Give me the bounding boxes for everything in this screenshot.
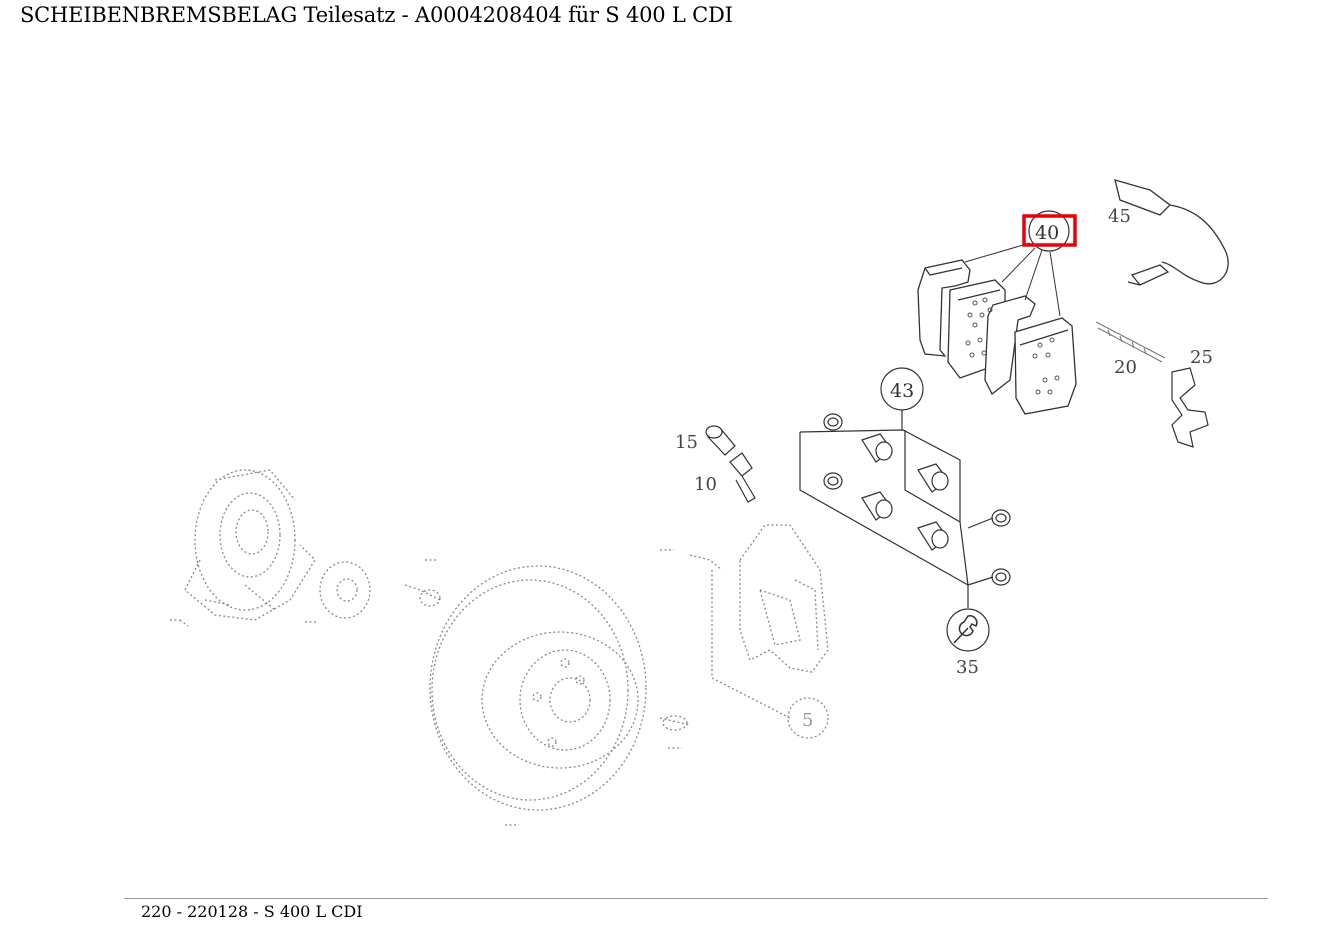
part-43-bushing-kit[interactable] <box>799 410 1011 608</box>
footer-text: 220 - 220128 - S 400 L CDI <box>141 902 363 921</box>
footer-divider <box>124 898 1268 899</box>
callout-label-5[interactable]: 5 <box>802 710 813 731</box>
faded-background-parts <box>170 469 829 826</box>
callout-label-45[interactable]: 45 <box>1108 206 1131 227</box>
faded-dust-shield <box>184 469 316 621</box>
callout-label-10[interactable]: 10 <box>694 474 717 495</box>
brake-pad-dots <box>965 297 1060 395</box>
page-title: SCHEIBENBREMSBELAG Teilesatz - A00042084… <box>20 3 733 27</box>
faded-caliper <box>739 524 829 673</box>
leader-lines-40 <box>964 242 1061 317</box>
highlight-box-40[interactable] <box>1022 214 1077 247</box>
callout-label-43[interactable]: 43 <box>890 380 914 402</box>
part-15-cap[interactable] <box>705 425 736 456</box>
callout-circle-40 <box>1028 210 1070 252</box>
callout-label-25[interactable]: 25 <box>1190 347 1213 368</box>
faded-brake-disc <box>429 565 647 811</box>
bushings <box>823 413 1011 586</box>
callout-label-15[interactable]: 15 <box>675 432 698 453</box>
faded-caliper-bolts <box>659 554 723 731</box>
faded-bearing <box>319 561 371 619</box>
part-40-brake-pads[interactable] <box>917 259 1077 415</box>
faded-callout-5 <box>787 697 829 739</box>
callout-label-40[interactable]: 40 <box>1035 222 1059 244</box>
callout-label-35[interactable]: 35 <box>956 657 979 678</box>
part-45-wear-sensor[interactable] <box>1114 179 1229 286</box>
faded-bolt-small <box>404 584 441 607</box>
guide-sleeves <box>861 433 949 551</box>
callout-label-20[interactable]: 20 <box>1114 357 1137 378</box>
wrench-callout-35[interactable] <box>946 608 990 652</box>
part-10-bleed-screw[interactable] <box>729 452 756 503</box>
wrench-icon <box>953 615 978 644</box>
faded-leader-5 <box>711 570 791 719</box>
part-25-spring-clip[interactable] <box>1171 367 1209 448</box>
callout-circle-35 <box>946 608 990 652</box>
part-20-bolt[interactable] <box>1095 321 1166 363</box>
